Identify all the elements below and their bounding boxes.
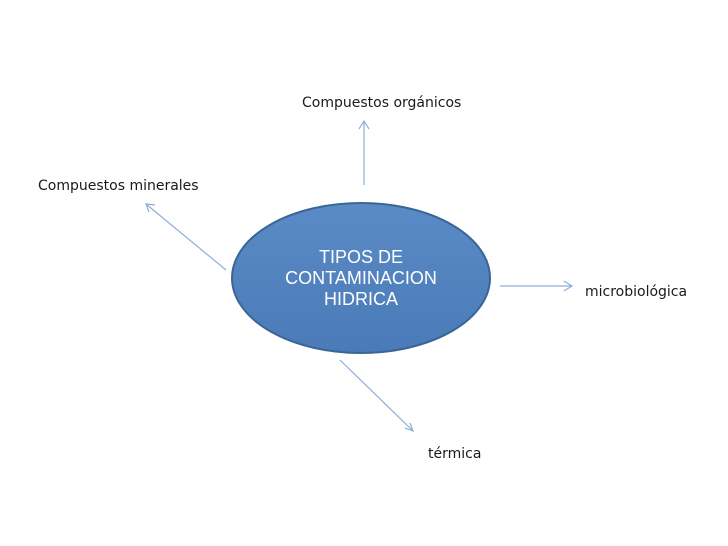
label-compuestos-organicos: Compuestos orgánicos — [302, 95, 462, 111]
arrow-to-minerales — [145, 203, 227, 271]
label-termica: térmica — [428, 446, 482, 462]
label-microbiologica: microbiológica — [585, 284, 688, 300]
arrow-to-microbiologica — [500, 280, 574, 292]
arrow-to-termica — [339, 359, 415, 433]
center-node-ellipse — [231, 202, 491, 354]
label-compuestos-minerales: Compuestos minerales — [38, 178, 199, 194]
arrow-to-organicos — [358, 119, 370, 185]
